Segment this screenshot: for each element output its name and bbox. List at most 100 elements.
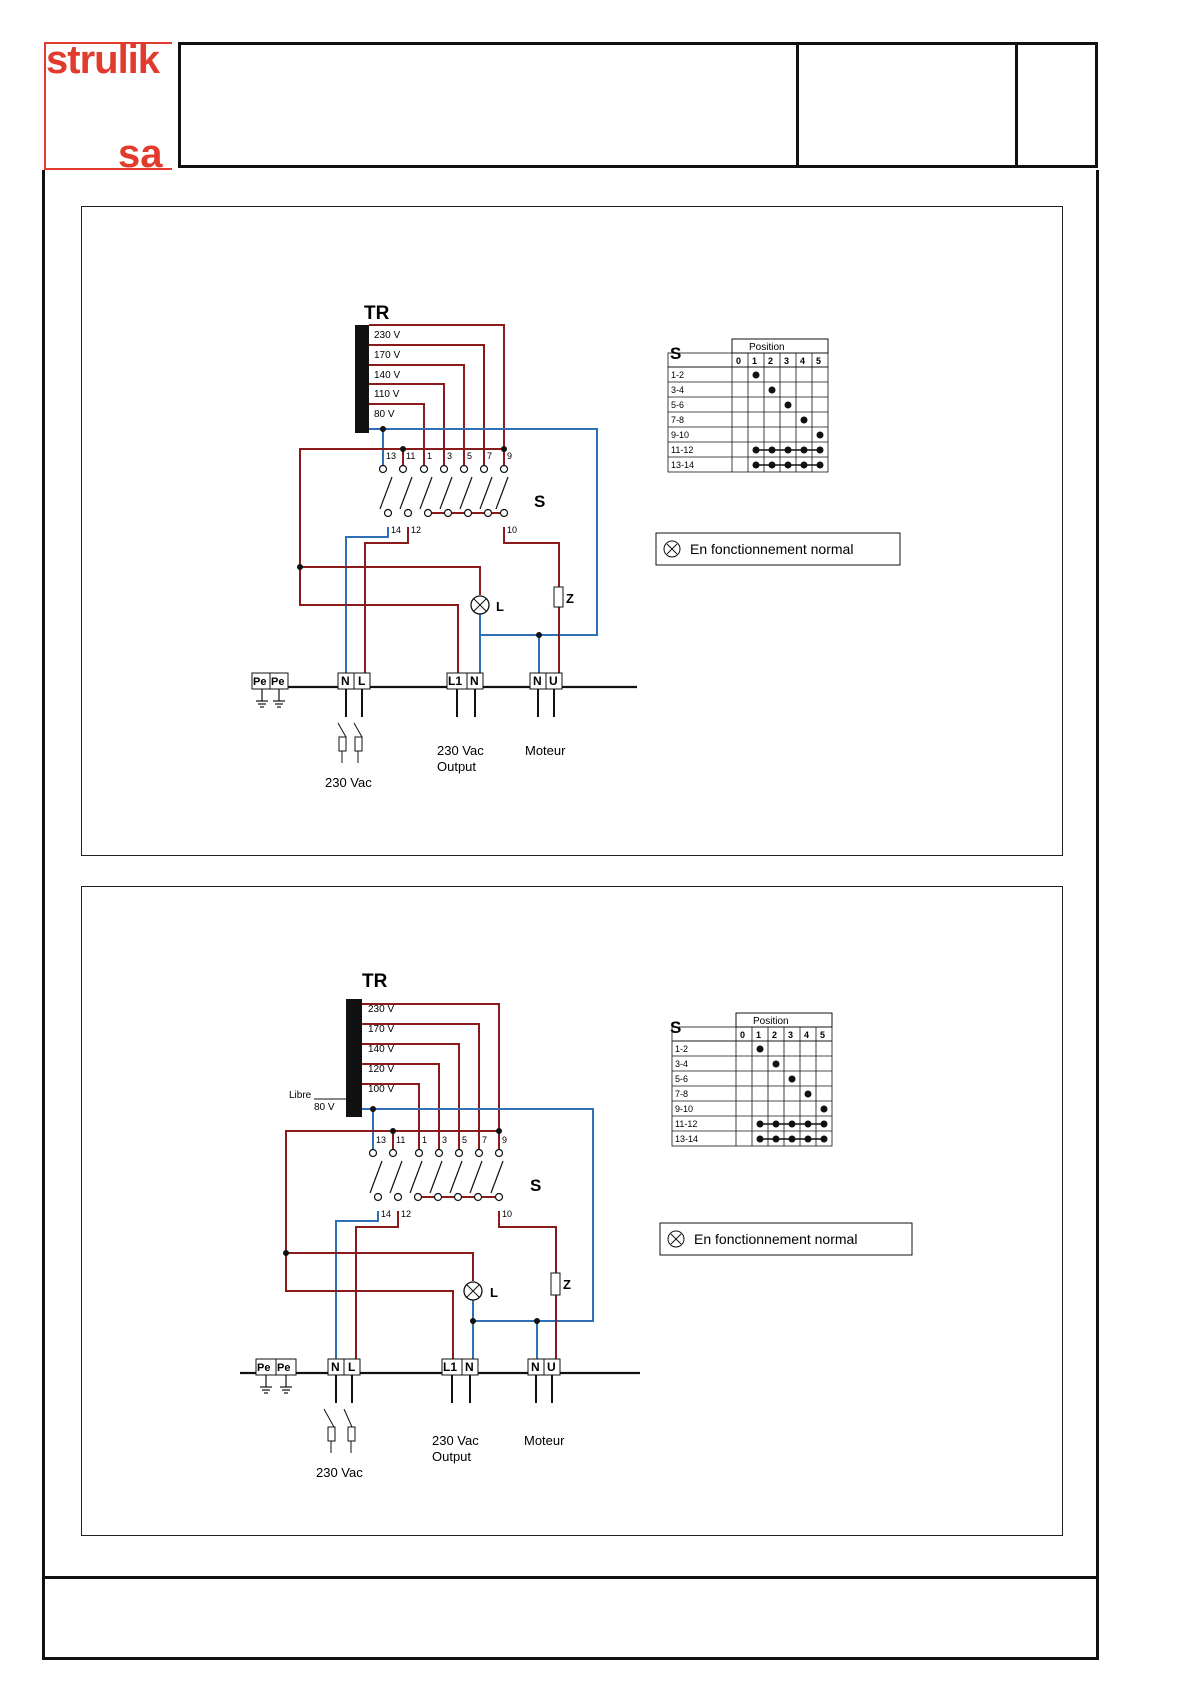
lamp-icon-cross — [473, 598, 487, 612]
terminal-label: 3 — [442, 1135, 447, 1145]
terminal-label: 11 — [406, 451, 415, 461]
terminal-block-label: L — [348, 1360, 355, 1374]
tap-label: 100 V — [368, 1084, 394, 1095]
contact-row-label: 5-6 — [675, 1074, 688, 1084]
lamp-label: L — [490, 1285, 498, 1300]
terminal-label: 9 — [507, 451, 512, 461]
motor-label: Moteur — [524, 1433, 565, 1448]
z-label: Z — [563, 1277, 571, 1292]
table-title: S — [670, 344, 681, 363]
transformer-label: TR — [362, 971, 388, 992]
switch-contacts-top — [378, 464, 509, 474]
tap-label: 230 V — [368, 1004, 394, 1015]
logo-frame — [44, 42, 172, 170]
switch-position-table: S Position 0 1 2 3 4 5 1-2 3-4 5-6 7-8 — [667, 338, 829, 473]
switch-blades — [369, 1160, 504, 1194]
contact-row-label: 11-12 — [671, 445, 693, 455]
terminal-block-label: L1 — [448, 674, 462, 688]
ground-icon — [260, 1375, 292, 1394]
switch-label: S — [534, 492, 545, 511]
terminal-label: 7 — [487, 451, 492, 461]
red-wires — [285, 1130, 557, 1363]
tap-wires — [362, 1003, 500, 1149]
fuse-icon — [323, 1408, 356, 1453]
junction-dots — [283, 1106, 540, 1324]
contact-row-label: 7-8 — [675, 1089, 688, 1099]
position-label: 5 — [816, 356, 821, 366]
terminal-label: 12 — [411, 525, 421, 535]
tap-label: 140 V — [374, 370, 400, 381]
contact-row-label: 1-2 — [671, 370, 684, 380]
pe-label: Pe — [253, 676, 266, 688]
terminal-label: 14 — [391, 525, 401, 535]
tap-label: 120 V — [368, 1064, 394, 1075]
diagram-panel-1: TR 230 V 170 V 140 V 110 V 80 V — [81, 206, 1063, 856]
position-label: 5 — [820, 1030, 825, 1040]
wiring-diagram-2: TR 230 V 170 V 140 V 120 V 100 V Libre 8… — [240, 971, 913, 1480]
terminal-label: 3 — [447, 451, 452, 461]
terminal-label: 13 — [376, 1135, 386, 1145]
terminal-block-label: L1 — [443, 1360, 457, 1374]
terminal-block-label: U — [547, 1360, 556, 1374]
output-label: Output — [432, 1449, 471, 1464]
contact-row-label: 3-4 — [671, 385, 684, 395]
terminal-label: 10 — [502, 1209, 512, 1219]
tap-label: 80 V — [374, 409, 395, 420]
switch-contacts-top — [368, 1148, 504, 1158]
output-leads — [345, 689, 555, 717]
terminal-block-label: L — [358, 674, 365, 688]
position-label: 1 — [756, 1030, 761, 1040]
supply-label: 230 Vac — [325, 775, 372, 790]
wiring-diagram-1: TR 230 V 170 V 140 V 110 V 80 V — [251, 303, 901, 790]
contact-row-label: 13-14 — [675, 1134, 698, 1144]
z-component — [550, 1272, 561, 1296]
contact-row-label: 5-6 — [671, 400, 684, 410]
transformer-core — [346, 999, 362, 1117]
unused-tap-label: Libre — [289, 1090, 312, 1101]
terminal-label: 12 — [401, 1209, 411, 1219]
ground-icon — [256, 689, 285, 708]
position-dots — [756, 1045, 828, 1143]
blue-wires — [345, 428, 598, 677]
terminal-block-label: N — [533, 674, 542, 688]
logo-text-top: strulik — [46, 38, 160, 82]
position-label: 0 — [736, 356, 741, 366]
output-label: 230 Vac — [437, 743, 484, 758]
legend-text: En fonctionnement normal — [694, 1231, 857, 1247]
logo-text-bottom: sa — [118, 132, 163, 176]
terminal-block-label: N — [470, 674, 479, 688]
footer-block — [42, 1576, 1099, 1660]
tap-label: 230 V — [374, 330, 400, 341]
tap-label: 110 V — [374, 389, 400, 400]
fuse-icon — [337, 722, 363, 763]
position-dots — [752, 371, 824, 469]
position-label: 4 — [804, 1030, 809, 1040]
transformer-label: TR — [364, 303, 390, 324]
tap-label: 140 V — [368, 1044, 394, 1055]
terminal-label: 11 — [396, 1135, 405, 1145]
contact-row-label: 11-12 — [675, 1119, 697, 1129]
legend-box — [659, 1222, 913, 1256]
position-label: 2 — [768, 356, 773, 366]
terminal-blocks — [327, 1358, 561, 1376]
position-label: 1 — [752, 356, 757, 366]
lamp-label: L — [496, 599, 504, 614]
junction-dots — [297, 426, 542, 638]
tap-label: 170 V — [374, 350, 400, 361]
tap-label: 170 V — [368, 1024, 394, 1035]
terminal-label: 1 — [427, 451, 432, 461]
legend-box — [655, 532, 901, 566]
pe-label: Pe — [271, 676, 284, 688]
table-header: Position — [749, 342, 785, 353]
output-label: Output — [437, 759, 476, 774]
pe-label: Pe — [257, 1362, 270, 1374]
tap-wires — [369, 324, 505, 465]
terminal-block-label: N — [465, 1360, 474, 1374]
position-label: 3 — [784, 356, 789, 366]
terminal-block-label: N — [531, 1360, 540, 1374]
terminal-block-label: U — [549, 674, 558, 688]
contact-row-label: 7-8 — [671, 415, 684, 425]
legend-text: En fonctionnement normal — [690, 541, 853, 557]
diagram-panel-2: TR 230 V 170 V 140 V 120 V 100 V Libre 8… — [81, 886, 1063, 1536]
page-border-right — [1096, 170, 1099, 1660]
